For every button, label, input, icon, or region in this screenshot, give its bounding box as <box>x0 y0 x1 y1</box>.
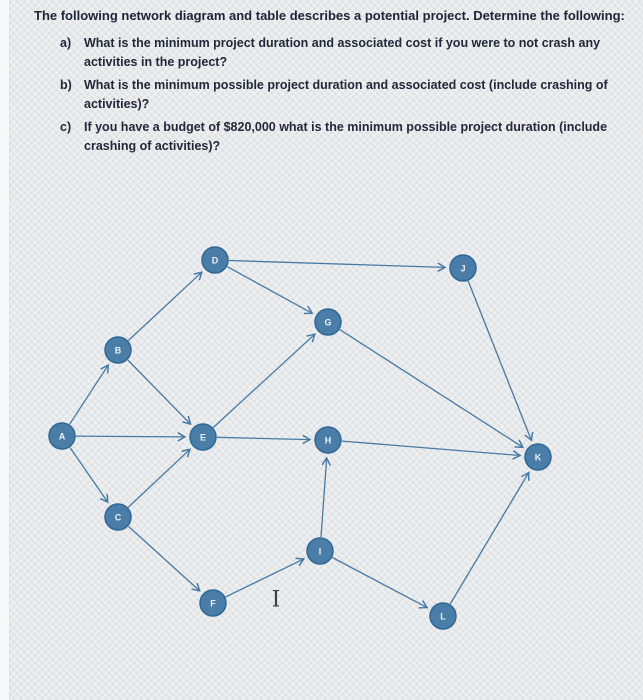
node-J: J <box>449 254 477 282</box>
node-circle-H <box>314 426 342 454</box>
edge-J-K <box>467 280 534 442</box>
edge-C-F <box>127 525 201 592</box>
node-label-J: J <box>460 264 465 274</box>
node-circle-J <box>449 254 477 282</box>
question-text: What is the minimum project duration and… <box>84 36 601 69</box>
edge-E-G <box>212 333 316 428</box>
node-circle-K <box>524 443 552 471</box>
node-D: D <box>201 246 229 274</box>
node-label-K: K <box>535 453 542 463</box>
node-K: K <box>524 443 552 471</box>
node-label-E: E <box>200 433 206 443</box>
question-text: What is the minimum possible project dur… <box>84 78 608 111</box>
question-text: If you have a budget of $820,000 what is… <box>84 120 608 153</box>
node-E: E <box>189 423 217 451</box>
node-label-I: I <box>319 547 322 557</box>
edge-F-I <box>225 557 306 598</box>
edge-B-D <box>127 271 203 341</box>
node-G: G <box>314 308 342 336</box>
edge-E-H <box>216 434 312 445</box>
edge-B-E <box>127 359 192 426</box>
node-label-F: F <box>210 599 216 609</box>
question-label: a) <box>60 36 72 50</box>
node-B: B <box>104 336 132 364</box>
edge-D-J <box>228 259 447 272</box>
node-label-L: L <box>440 612 446 622</box>
question-item: b) What is the minimum possible project d… <box>60 76 626 114</box>
edge-L-K <box>449 471 530 605</box>
edge-A-B <box>69 363 110 425</box>
question-list: a) What is the minimum project duration a… <box>60 34 626 160</box>
node-A: A <box>48 422 76 450</box>
node-circle-F <box>199 589 227 617</box>
node-circle-E <box>189 423 217 451</box>
question-label: c) <box>60 120 72 134</box>
node-circle-L <box>429 602 457 630</box>
node-H: H <box>314 426 342 454</box>
node-F: F <box>199 589 227 617</box>
node-C: C <box>104 503 132 531</box>
scan-left-margin <box>0 0 10 700</box>
edge-H-K <box>341 440 522 460</box>
node-circle-C <box>104 503 132 531</box>
node-label-A: A <box>59 432 66 442</box>
edge-A-C <box>69 447 109 504</box>
edge-I-L <box>332 556 429 609</box>
question-item: c) If you have a budget of $820,000 what … <box>60 118 626 156</box>
edge-G-K <box>339 329 525 449</box>
edge-I-H <box>320 456 331 538</box>
node-label-D: D <box>212 256 219 266</box>
node-I: I <box>306 537 334 565</box>
edge-C-E <box>127 448 191 508</box>
edge-D-G <box>226 266 314 315</box>
node-label-G: G <box>324 318 331 328</box>
node-circle-B <box>104 336 132 364</box>
node-label-B: B <box>115 346 122 356</box>
node-circle-G <box>314 308 342 336</box>
node-circle-I <box>306 537 334 565</box>
edge-A-E <box>75 432 187 442</box>
node-circle-A <box>48 422 76 450</box>
problem-intro: The following network diagram and table … <box>34 8 625 23</box>
node-label-H: H <box>325 436 332 446</box>
question-item: a) What is the minimum project duration a… <box>60 34 626 72</box>
text-cursor-icon: I <box>271 587 281 613</box>
node-L: L <box>429 602 457 630</box>
node-circle-D <box>201 246 229 274</box>
node-label-C: C <box>115 513 122 523</box>
question-label: b) <box>60 78 72 92</box>
